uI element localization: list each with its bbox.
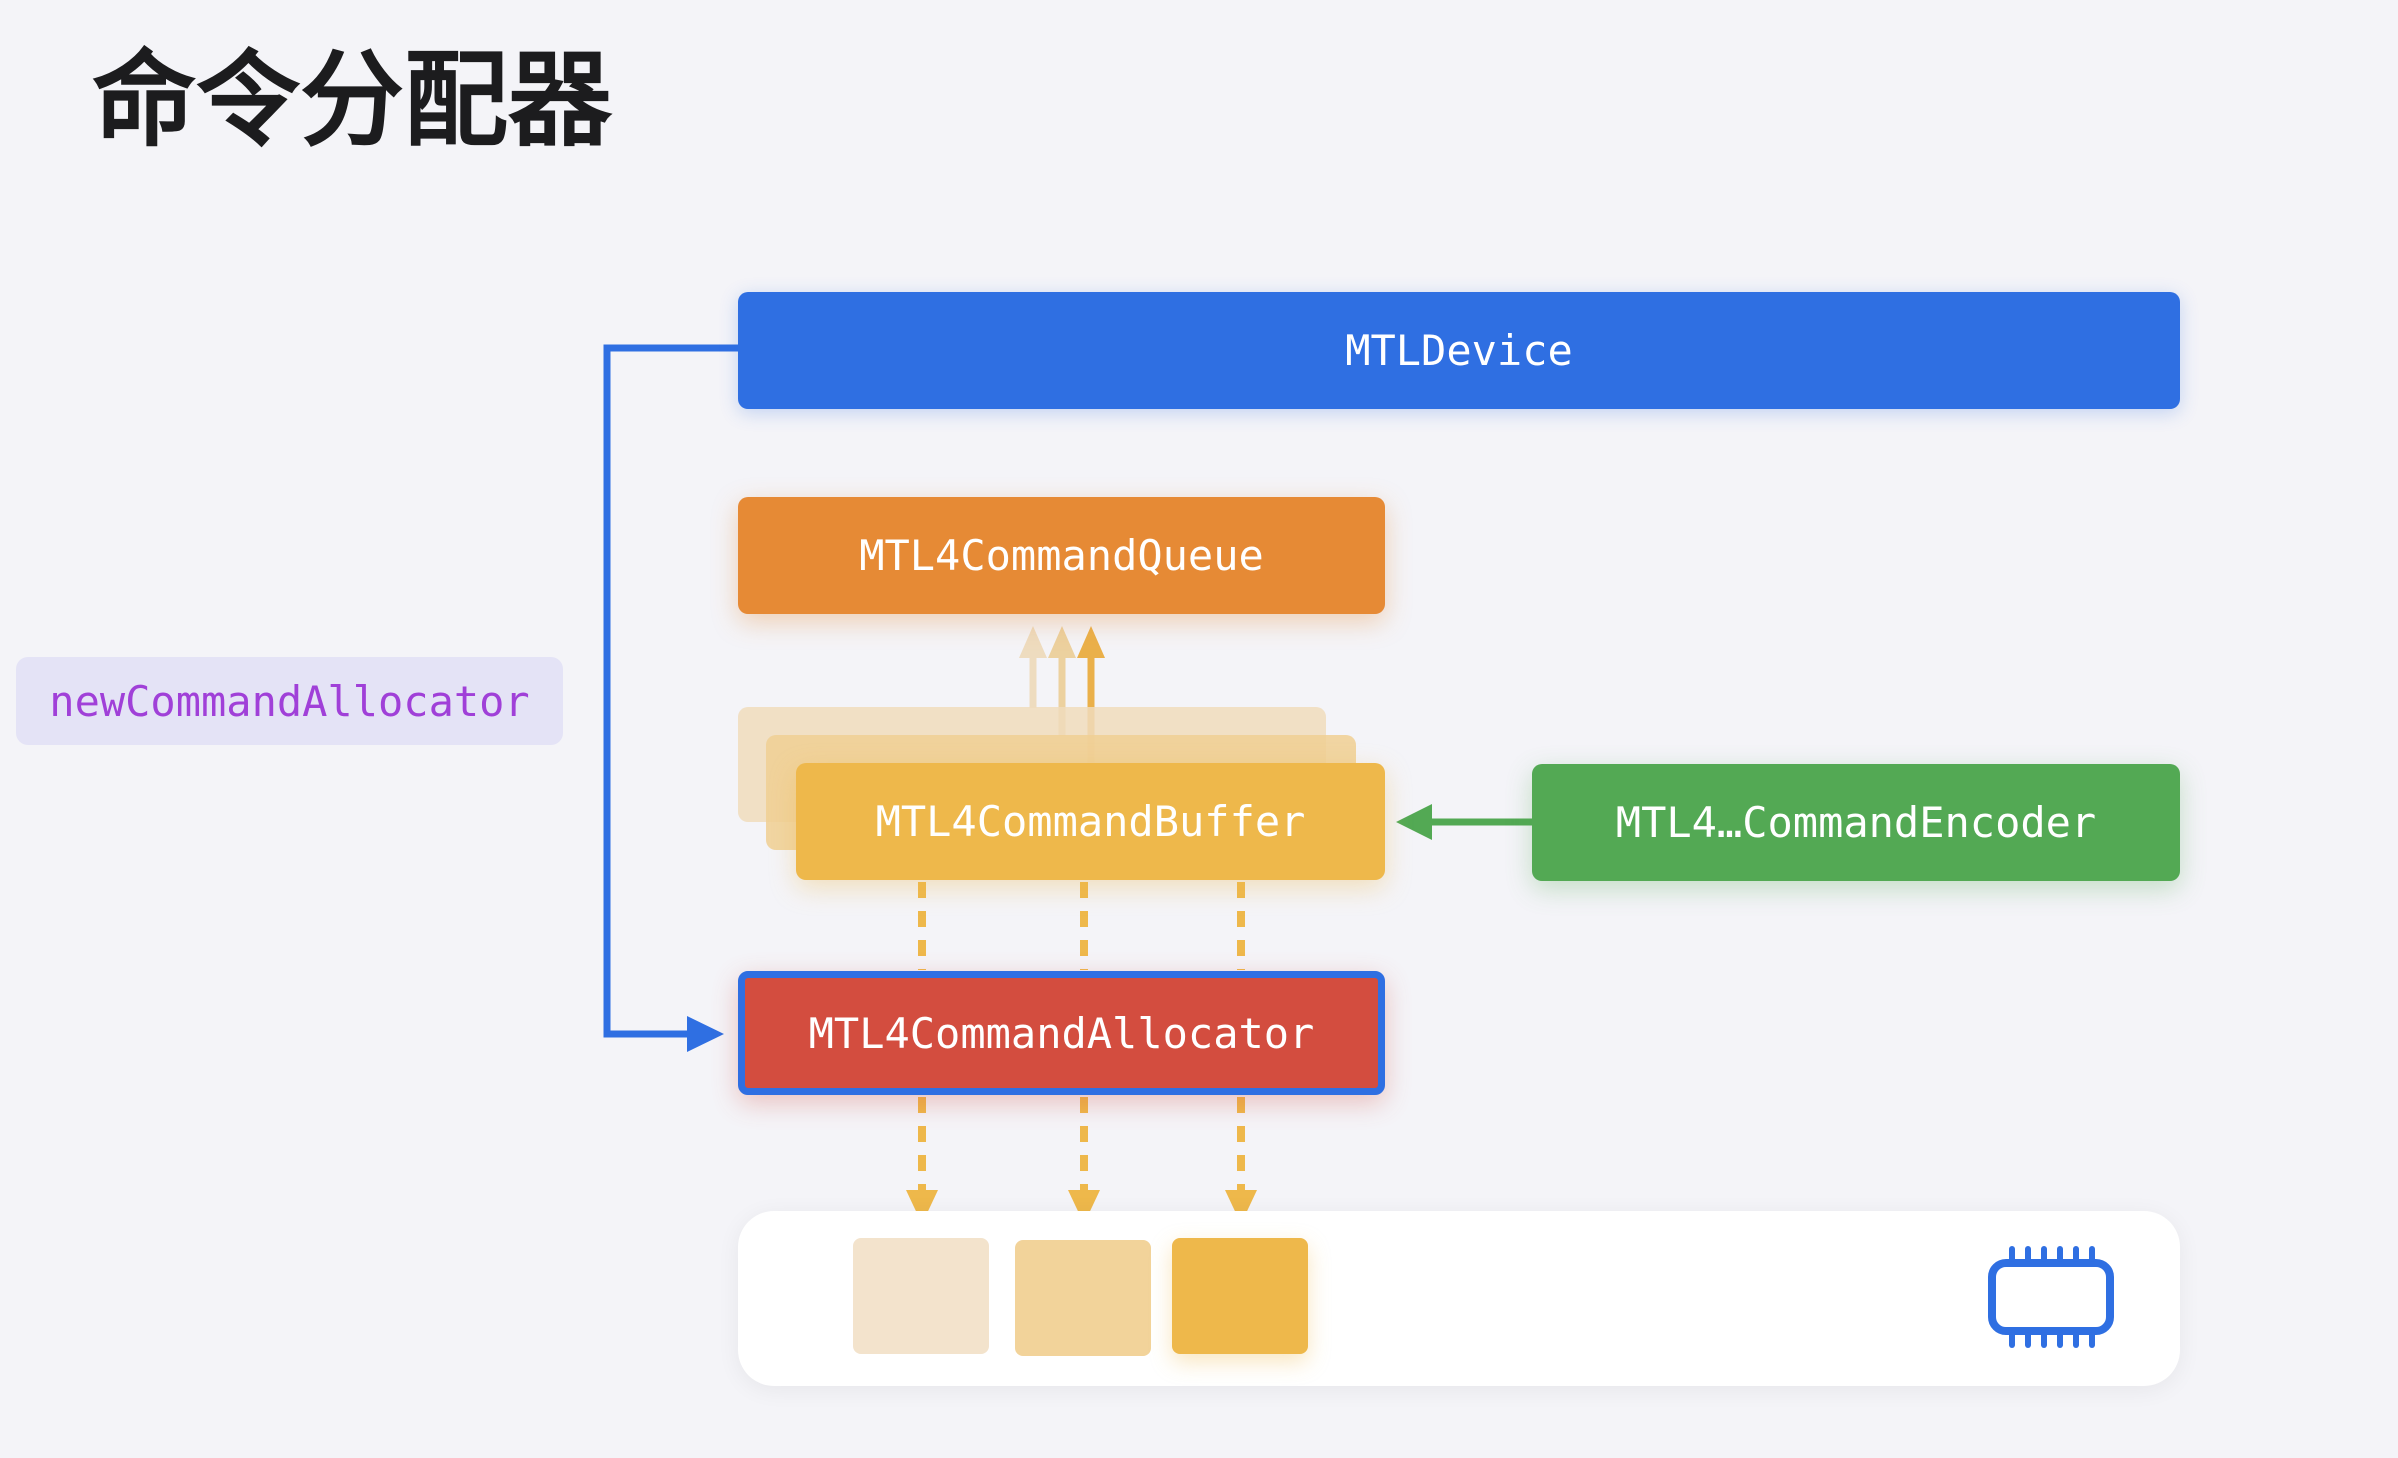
memory-block-active xyxy=(1172,1238,1308,1354)
memory-chip-icon xyxy=(1988,1246,2114,1348)
slide-title: 命令分配器 xyxy=(92,39,613,161)
mtl-device-box: MTLDevice xyxy=(738,292,2180,409)
memory-block-faded xyxy=(853,1238,989,1354)
command-buffer-label: MTL4CommandBuffer xyxy=(875,797,1306,846)
ghost-arrowhead-2 xyxy=(1048,626,1076,658)
memory-block-medium xyxy=(1015,1240,1151,1356)
new-command-allocator-label: newCommandAllocator xyxy=(16,657,563,745)
buffer-arrowhead xyxy=(1396,804,1432,840)
command-encoder-label: MTL4…CommandEncoder xyxy=(1615,798,2097,847)
device-to-allocator-connector xyxy=(603,344,738,1038)
command-allocator-label: MTL4CommandAllocator xyxy=(808,1008,1315,1058)
command-queue-box: MTL4CommandQueue xyxy=(738,497,1385,614)
command-allocator-box: MTL4CommandAllocator xyxy=(738,971,1385,1095)
command-buffer-box: MTL4CommandBuffer xyxy=(796,763,1385,880)
queue-arrowhead xyxy=(1077,626,1105,658)
mtl-device-label: MTLDevice xyxy=(1345,326,1573,375)
command-queue-label: MTL4CommandQueue xyxy=(859,531,1264,580)
command-encoder-box: MTL4…CommandEncoder xyxy=(1532,764,2180,881)
allocator-arrowhead xyxy=(687,1016,724,1052)
ghost-arrowhead-1 xyxy=(1019,626,1047,658)
